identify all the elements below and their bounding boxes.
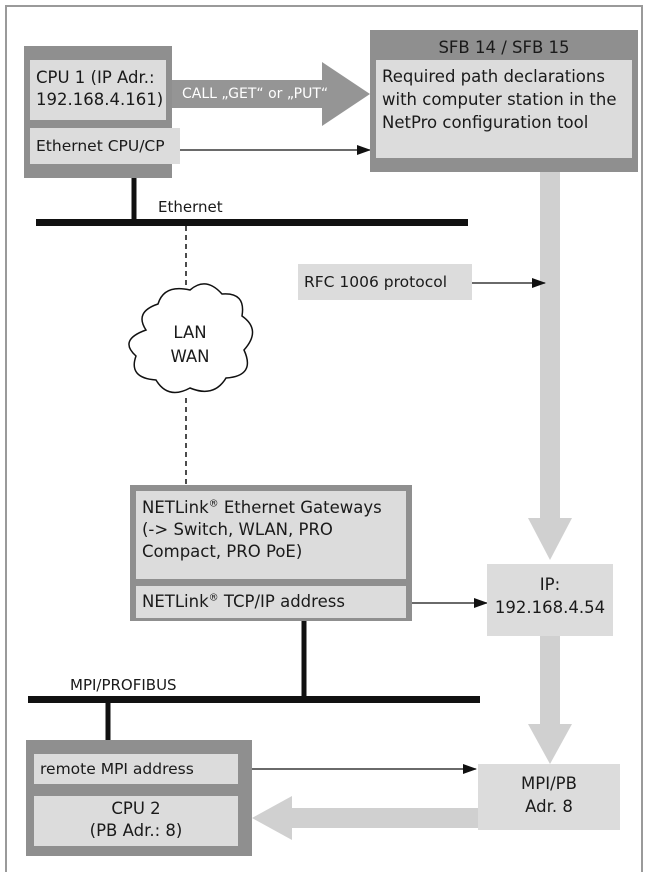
flow-sfb-to-ip-head [528,518,572,560]
flow-ip-to-mpi-shaft [540,636,560,726]
ip-line1: IP: [539,575,561,594]
mpi-pb-box: MPI/PB Adr. 8 [478,764,620,830]
netlink-line3: Compact, PRO PoE) [142,542,303,561]
cpu1-title-box: CPU 1 (IP Adr.: 192.168.4.161) [30,60,166,120]
mpi-pb-line1: MPI/PB [521,774,577,793]
cpu1-ethernet-port: Ethernet CPU/CP [30,128,180,164]
cpu1-ethernet-port-label: Ethernet CPU/CP [36,137,165,155]
ip-line2: 192.168.4.54 [494,598,606,617]
ethernet-bus-label: Ethernet [158,198,223,216]
netlink-line1-suffix: Ethernet Gateways [218,498,382,517]
mpi-bus-label: MPI/PROFIBUS [70,676,177,694]
cpu2-title-line2: (PB Adr.: 8) [89,821,183,840]
sfb-desc-line1: Required path declarations [382,67,605,86]
rfc-protocol-box: RFC 1006 protocol [298,264,472,300]
cpu1-title-line1: CPU 1 (IP Adr.: [36,68,155,87]
sfb-title: SFB 14 / SFB 15 [438,38,570,57]
flow-sfb-to-ip-shaft [540,172,560,520]
registered-mark: ® [208,498,219,510]
call-arrow [168,62,370,126]
netlink-line1: NETLink® Ethernet Gateways [142,497,382,519]
remote-mpi-box: remote MPI address [34,754,238,784]
remote-mpi-label: remote MPI address [40,760,194,778]
ethernet-bus [36,219,468,226]
netlink-line2: (-> Switch, WLAN, PRO [142,520,333,539]
netlink-gateways-box: NETLink® Ethernet Gateways (-> Switch, W… [136,491,406,579]
netlink-tcp-prefix: NETLink [142,592,209,611]
cpu1-title-line2: 192.168.4.161) [36,90,164,109]
netlink-tcp-line: NETLink® TCP/IP address [142,591,345,613]
flow-mpi-to-cpu2-shaft [290,808,480,828]
flow-mpi-to-cpu2-head [252,796,292,840]
cpu2-title-box: CPU 2 (PB Adr.: 8) [34,796,238,846]
netlink-line1-prefix: NETLink [142,498,209,517]
diagram-frame [5,5,643,872]
ip-box: IP: 192.168.4.54 [487,564,613,636]
mpi-pb-line2: Adr. 8 [525,797,573,816]
netlink-tcp-suffix: TCP/IP address [218,592,345,611]
registered-mark-2: ® [208,592,219,604]
sfb-desc-line2: with computer station in the [382,90,617,109]
lan-wan-cloud [128,283,254,394]
call-label: CALL „GET“ or „PUT“ [182,86,329,102]
mpi-profibus-bus [28,696,480,703]
sfb-description-box: Required path declarations with computer… [376,60,632,158]
cloud-line1: LAN [173,323,207,342]
cpu2-title-line1: CPU 2 [111,799,161,818]
rfc-protocol-label: RFC 1006 protocol [304,273,448,291]
sfb-desc-line3: NetPro configuration tool [382,113,589,132]
flow-ip-to-mpi-head [528,724,572,764]
netlink-tcp-address-box: NETLink® TCP/IP address [136,586,406,618]
cloud-line2: WAN [170,347,210,366]
